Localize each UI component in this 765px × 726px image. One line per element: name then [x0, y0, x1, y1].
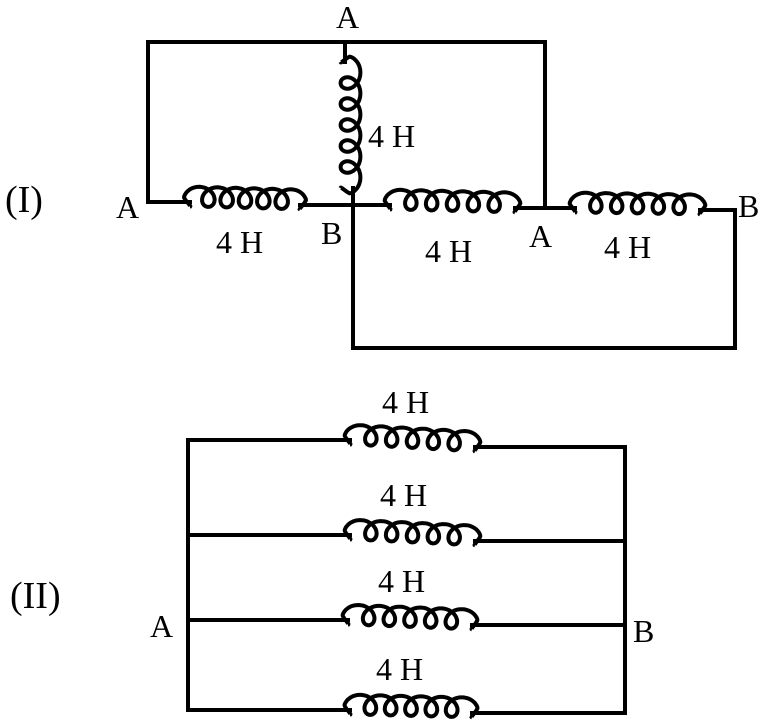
- inductor-coil-4: [567, 190, 708, 217]
- inductor-coil-ii-2: [342, 518, 483, 548]
- inductor-coil-3: [382, 187, 523, 215]
- inductor-label-ii-2: 4 H: [380, 477, 427, 513]
- inductor-coil-ii-4: [342, 692, 480, 720]
- inductor-coil-ii-1: [342, 423, 483, 454]
- circuit-1-wires: [146, 40, 737, 350]
- circuit-2-wires: [186, 438, 627, 715]
- inductor-label-3: 4 H: [425, 233, 472, 269]
- node-label-ii-a: A: [150, 608, 173, 644]
- wire-left-bus: [186, 438, 352, 712]
- wire-top-loop: [146, 40, 547, 210]
- inductor-label-ii-4: 4 H: [376, 651, 423, 687]
- inductor-coil-2: [338, 54, 363, 196]
- circuit-1-label: (I): [5, 179, 43, 221]
- inductor-label-4: 4 H: [604, 229, 651, 265]
- inductor-label-2: 4 H: [368, 118, 415, 154]
- node-label-a: A: [529, 218, 552, 254]
- inductor-label-ii-1: 4 H: [382, 384, 429, 420]
- wire-bottom-loop: [351, 186, 737, 350]
- inductor-label-ii-3: 4 H: [378, 563, 425, 599]
- circuit-2-label: (II): [10, 575, 61, 617]
- node-label-left-a: A: [116, 189, 139, 225]
- inductor-label-1: 4 H: [216, 224, 263, 260]
- node-label-right-b: B: [738, 188, 759, 224]
- inductor-coil-ii-3: [340, 602, 480, 632]
- wire-right-bus: [470, 445, 627, 715]
- node-label-ii-b: B: [633, 613, 654, 649]
- node-label-top-a: A: [336, 0, 359, 35]
- node-label-b: B: [321, 215, 342, 251]
- inductor-coil-1: [182, 184, 308, 212]
